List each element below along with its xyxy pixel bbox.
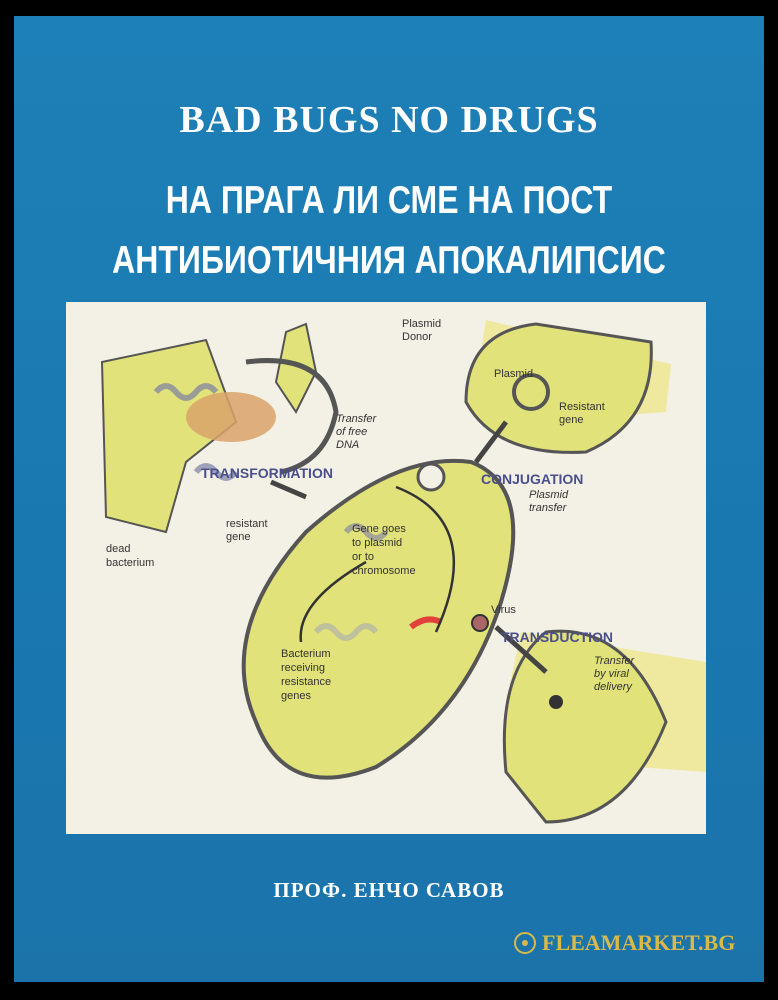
label-transformation: TRANSFORMATION [201, 465, 333, 481]
main-bacterium [241, 458, 516, 780]
label-plasmid-transfer-2: transfer [529, 502, 568, 514]
plasmid-in-bacterium [416, 462, 446, 492]
label-bacterium-receiving-2: receiving [281, 662, 325, 674]
label-transfer-free-2: of free [336, 426, 367, 438]
label-gene-goes-2: to plasmid [352, 537, 402, 549]
label-plasmid-donor-1: Plasmid [402, 318, 441, 330]
label-transfer-free-1: Transfer [336, 413, 377, 425]
virus-icon [471, 614, 489, 632]
label-resistant-gene-2: gene [559, 414, 583, 426]
dna-blob [186, 392, 276, 442]
transfer-arrow [494, 625, 548, 674]
label-dead-bacterium-1: dead [106, 543, 130, 555]
dna-strand [343, 523, 389, 541]
dead-bacterium-wall [245, 358, 339, 475]
label-bacterium-receiving-4: genes [281, 690, 311, 702]
label-gene-goes-1: Gene goes [352, 523, 406, 535]
title-bulgarian-line-1: НА ПРАГА ЛИ СМЕ НА ПОСТ [165, 179, 613, 222]
flow-arrow [299, 560, 367, 643]
watermark-text: FLEAMARKET.BG [542, 930, 736, 955]
label-virus: Virus [491, 604, 516, 616]
label-gene-goes-3: or to [352, 551, 374, 563]
transfer-arrow [270, 479, 307, 500]
label-bacterium-receiving-1: Bacterium [281, 648, 331, 660]
label-resistant-gene-b1: resistant [226, 518, 268, 530]
author-name: ПРОФ. ЕНЧО САВОВ [273, 878, 505, 902]
plasmid-ring [512, 373, 550, 411]
gene-transfer-illustration: Plasmid Donor Plasmid Resistant gene Tra… [66, 302, 706, 834]
title-english: BAD BUGS NO DRUGS [179, 99, 599, 141]
virus-particle [549, 695, 563, 709]
transfer-arrow [474, 420, 508, 464]
chromosome-strand [313, 623, 379, 641]
label-transfer-viral-1: Transfer [594, 655, 635, 667]
title-bulgarian-line-2: АНТИБИОТИЧНИЯ АПОКАЛИПСИС [112, 239, 666, 282]
dna-strand [153, 383, 219, 401]
label-transfer-free-3: DNA [336, 439, 359, 451]
label-transduction: TRANSDUCTION [501, 629, 613, 645]
resistance-gene-mark [409, 616, 443, 630]
label-transfer-viral-2: by viral [594, 668, 629, 680]
transduction-bacterium [502, 629, 668, 824]
label-dead-bacterium-2: bacterium [106, 557, 154, 569]
dead-bacterium-fragment [274, 322, 318, 414]
label-gene-goes-4: chromosome [352, 565, 416, 577]
coin-icon [514, 932, 536, 954]
dna-strand [193, 463, 239, 481]
donor-bacterium [464, 322, 653, 454]
flow-arrow [395, 485, 456, 633]
label-bacterium-receiving-3: resistance [281, 676, 331, 688]
label-plasmid-transfer-1: Plasmid [529, 489, 569, 501]
label-resistant-gene-b2: gene [226, 531, 250, 543]
label-transfer-viral-3: delivery [594, 681, 633, 693]
label-resistant-gene-1: Resistant [559, 401, 605, 413]
label-plasmid-donor-2: Donor [402, 331, 432, 343]
watermark: FLEAMARKET.BG [514, 927, 735, 959]
label-plasmid: Plasmid [494, 368, 533, 380]
label-conjugation: CONJUGATION [481, 471, 583, 487]
